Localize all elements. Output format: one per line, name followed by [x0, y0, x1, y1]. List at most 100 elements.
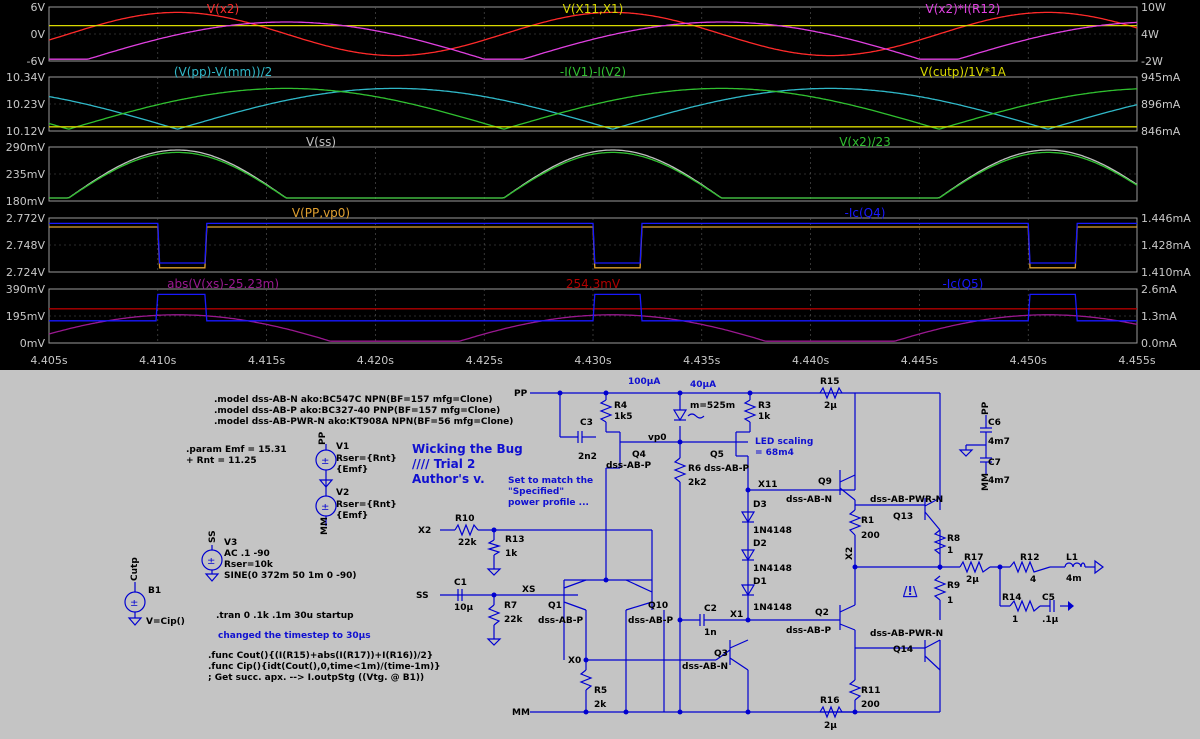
part-value: {Emf}: [336, 465, 368, 475]
current-label: 40µA: [690, 380, 716, 390]
trace-label[interactable]: V(cutp)/1V*1A: [920, 65, 1007, 79]
x-tick-label: 4.420s: [357, 354, 394, 367]
label: R10: [455, 514, 474, 524]
label: C2: [704, 604, 717, 614]
trace-label[interactable]: -Ic(Q5): [942, 277, 983, 291]
trace-label[interactable]: V(x2)/23: [839, 135, 891, 149]
label: 10µ: [454, 603, 474, 613]
voltage-source-v1[interactable]: ± V1 Rser={Rnt} {Emf}: [315, 442, 397, 476]
trace-label[interactable]: V(PP,vp0): [292, 206, 350, 220]
net-flag-cutp[interactable]: Cutp: [130, 557, 140, 581]
led-comment[interactable]: LED scaling = 68m4: [755, 437, 813, 458]
net-flag-mm-cap[interactable]: MM: [981, 473, 991, 491]
resistor-r15[interactable]: [819, 386, 843, 400]
resistor-r3[interactable]: [743, 399, 757, 423]
transistors[interactable]: [563, 432, 941, 671]
trace-label[interactable]: V(x2): [207, 2, 239, 16]
net-flag-ss[interactable]: SS: [208, 530, 218, 543]
plot-pane[interactable]: 390mV195mV0mV2.6mA1.3mA0.0mAabs(V(xs)-25…: [6, 277, 1177, 350]
net-flag-pp-cap[interactable]: PP: [981, 401, 991, 415]
resistor-r5[interactable]: [579, 669, 593, 691]
trace-waveform: [49, 151, 1138, 199]
net-labels[interactable]: PP MM SS X2 X0 XS vp0 X11 X1 X2 100µA 40…: [416, 377, 855, 718]
part-param: AC .1 -90: [224, 549, 270, 559]
ground-icon: [958, 449, 974, 457]
circuit-wires[interactable]: [440, 392, 1095, 713]
net-flag-pp[interactable]: PP: [318, 431, 328, 445]
resistor-r17[interactable]: [959, 560, 991, 574]
param-directives[interactable]: .param Emf = 15.31 + Rnt = 11.25: [186, 445, 287, 466]
schematic-editor[interactable]: .w { stroke:#0000d0; stroke-width:1.2; f…: [0, 370, 1200, 739]
y-tick-label: 2.772V: [6, 212, 45, 225]
diode-d1[interactable]: [740, 584, 756, 597]
trace-label[interactable]: abs(V(xs)-25.23m): [167, 277, 279, 291]
resistor-r10[interactable]: [454, 523, 479, 537]
net-flag-mm[interactable]: MM: [320, 517, 330, 535]
trace-label[interactable]: V(X11,X1): [563, 2, 624, 16]
capacitors[interactable]: [457, 415, 1074, 626]
ground-icon: [486, 638, 502, 646]
match-comment[interactable]: Set to match the "Specified" power profi…: [508, 476, 593, 508]
title-comment[interactable]: Wicking the Bug //// Trial 2 Author's v.: [412, 442, 523, 486]
voltage-source-v3[interactable]: ± V3 AC .1 -90 Rser=10k SINE(0 372m 50 1…: [201, 538, 357, 582]
label: 2µ: [824, 721, 837, 731]
label: R12: [1020, 553, 1039, 563]
diode-d3[interactable]: [740, 511, 756, 524]
diodes[interactable]: [672, 409, 756, 597]
func-line: .func Cout(){(I(R15)+abs(I(R17))+I(R16))…: [208, 651, 433, 661]
plot-pane[interactable]: 2.772V2.748V2.724V1.446mA1.428mA1.410mAV…: [6, 206, 1191, 279]
ground-icon: [1068, 601, 1074, 611]
comment-line: = 68m4: [755, 448, 794, 458]
resistor-r11[interactable]: [848, 679, 862, 701]
resistor-r6[interactable]: [673, 457, 687, 483]
inductor-l1[interactable]: [1064, 559, 1104, 575]
label: 2k2: [688, 478, 707, 488]
label: 2µ: [824, 401, 837, 411]
func-directives[interactable]: .func Cout(){(I(R15)+abs(I(R17))+I(R16))…: [208, 651, 440, 683]
resistors[interactable]: [454, 386, 1051, 719]
label: 200: [861, 531, 880, 541]
tran-directive[interactable]: .tran 0 .1k .1m 30u startup: [216, 611, 354, 621]
x-tick-label: 4.445s: [901, 354, 938, 367]
trace-label[interactable]: -Ic(Q4): [845, 206, 886, 220]
trace-label[interactable]: 254.3mV: [566, 277, 621, 291]
y-tick-label: -6V: [27, 55, 46, 68]
resistor-r8[interactable]: [933, 529, 947, 555]
led-icon[interactable]: [672, 409, 688, 422]
y-tick-label: 390mV: [6, 283, 46, 296]
resistor-r16[interactable]: [819, 705, 843, 719]
resistor-r12[interactable]: [1009, 560, 1051, 574]
part-name: V1: [336, 442, 349, 452]
resistor-r1[interactable]: [848, 509, 862, 536]
resistor-r7[interactable]: [487, 604, 501, 626]
behavioral-source-b1[interactable]: ± B1 V=Cip(): [124, 582, 185, 627]
trace-label[interactable]: -I(V1)-I(V2): [560, 65, 626, 79]
plot-pane[interactable]: 6V0V-6V10W4W-2WV(x2)V(X11,X1)V(x2)*I(R12…: [27, 1, 1166, 68]
diode-d2[interactable]: [740, 549, 756, 562]
trace-label[interactable]: V(ss): [306, 135, 336, 149]
part-name: B1: [148, 586, 161, 596]
warning-icon[interactable]: /!\: [903, 584, 918, 598]
resistor-r13[interactable]: [486, 539, 502, 556]
y2-tick-label: 2.6mA: [1141, 283, 1177, 296]
waveform-viewer[interactable]: 6V0V-6V10W4W-2WV(x2)V(X11,X1)V(x2)*I(R12…: [0, 0, 1200, 370]
timestep-comment[interactable]: changed the timestep to 30µs: [218, 631, 371, 641]
resistor-r9[interactable]: [933, 575, 947, 601]
trace-label[interactable]: V(x2)*I(R12): [926, 2, 1001, 16]
y-tick-label: 195mV: [6, 310, 46, 323]
trace-label[interactable]: (V(pp)-V(mm))/2: [174, 65, 272, 79]
resistor-r14[interactable]: [1009, 599, 1041, 613]
junction-dots: [491, 390, 1003, 715]
trace-waveform: [48, 87, 1138, 130]
y-tick-label: 290mV: [6, 141, 46, 154]
voltage-source-v2[interactable]: ± V2 Rser={Rnt} {Emf}: [315, 488, 397, 526]
x-tick-label: 4.435s: [683, 354, 720, 367]
net-label-xs: XS: [522, 585, 535, 595]
model-directives[interactable]: .model dss-AB-N ako:BC547C NPN(BF=157 mf…: [214, 395, 513, 427]
part-labels: R4 1k5 R3 1k R15 2µ C3 2n2 Q4 dss-AB-P R…: [454, 377, 1082, 731]
label: R14: [1002, 593, 1021, 603]
resistor-r4[interactable]: [599, 399, 613, 423]
plot-pane[interactable]: 10.34V10.23V10.12V945mA896mA846mA(V(pp)-…: [6, 65, 1181, 138]
label: L1: [1066, 553, 1078, 563]
